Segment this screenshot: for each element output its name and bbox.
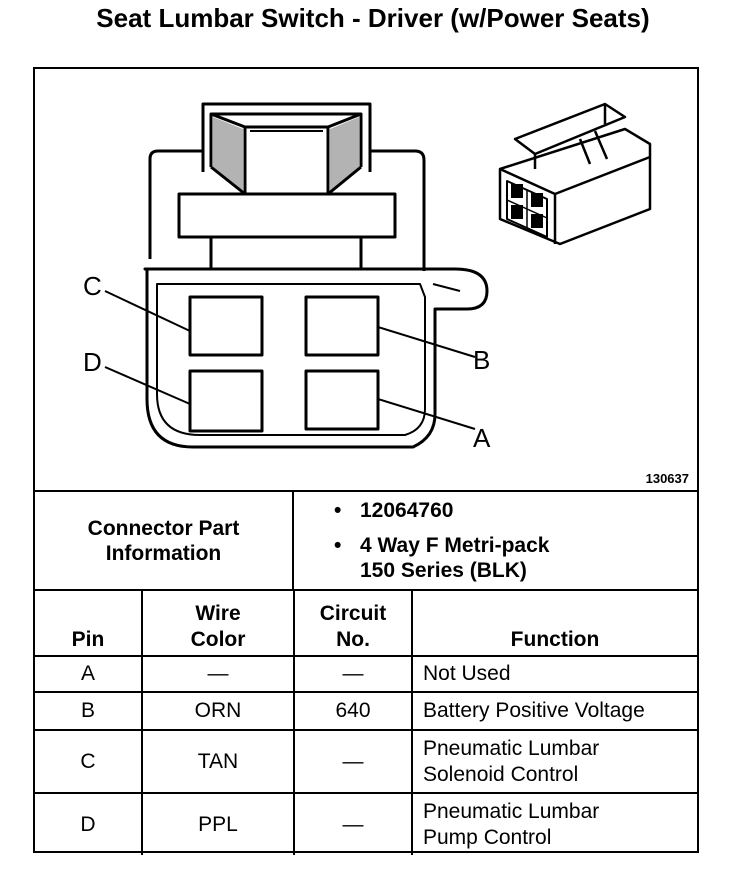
- pin-table: Pin Wire Color Circuit No. Function A — …: [35, 591, 697, 855]
- header-function: Function: [411, 591, 697, 657]
- bullet-icon: •: [334, 499, 342, 522]
- header-circuit-no: Circuit No.: [293, 591, 413, 657]
- table-row: B ORN 640 Battery Positive Voltage: [35, 691, 697, 731]
- cell-circuit: —: [293, 655, 413, 693]
- cell-circuit: —: [293, 792, 413, 855]
- cell-circuit: 640: [293, 691, 413, 731]
- bullet-icon: •: [334, 534, 342, 557]
- cell-pin: B: [35, 691, 143, 731]
- pin-label-c: C: [83, 271, 102, 301]
- list-item: • 12064760: [334, 499, 454, 522]
- connector-part-info: Connector Part Information • 12064760 • …: [35, 492, 697, 591]
- pin-label-b: B: [473, 345, 491, 375]
- cell-function: Pneumatic Lumbar Solenoid Control: [411, 729, 697, 794]
- pin-label-a: A: [473, 423, 491, 453]
- connector-sheet: C D B A 130637 Connector Part Informatio…: [33, 67, 699, 855]
- cell-wire-color: PPL: [141, 792, 295, 855]
- list-item: • 4 Way F Metri-pack 150 Series (BLK): [334, 534, 550, 582]
- cell-wire-color: TAN: [141, 729, 295, 794]
- page-title: Seat Lumbar Switch - Driver (w/Power Sea…: [96, 3, 650, 33]
- connector-face-drawing: [104, 102, 652, 449]
- header-wire-color: Wire Color: [141, 591, 295, 657]
- cell-pin: D: [35, 792, 143, 855]
- cell-pin: A: [35, 655, 143, 693]
- header-pin: Pin: [35, 591, 143, 657]
- cell-function: Pneumatic Lumbar Pump Control: [411, 792, 697, 855]
- table-row: C TAN — Pneumatic Lumbar Solenoid Contro…: [35, 729, 697, 794]
- cell-wire-color: ORN: [141, 691, 295, 731]
- pin-label-d: D: [83, 347, 102, 377]
- table-row: D PPL — Pneumatic Lumbar Pump Control: [35, 792, 697, 855]
- figure-id: 130637: [645, 471, 689, 486]
- table-row: A — — Not Used: [35, 655, 697, 693]
- cell-function: Not Used: [411, 655, 697, 693]
- cell-function: Battery Positive Voltage: [411, 691, 697, 731]
- table-header-row: Pin Wire Color Circuit No. Function: [35, 591, 697, 657]
- connector-info-label: Connector Part Information: [35, 492, 294, 589]
- cell-wire-color: —: [141, 655, 295, 693]
- connector-diagram: C D B A 130637: [35, 69, 697, 492]
- cell-pin: C: [35, 729, 143, 794]
- connector-info-list: • 12064760 • 4 Way F Metri-pack 150 Seri…: [334, 498, 549, 593]
- cell-circuit: —: [293, 729, 413, 794]
